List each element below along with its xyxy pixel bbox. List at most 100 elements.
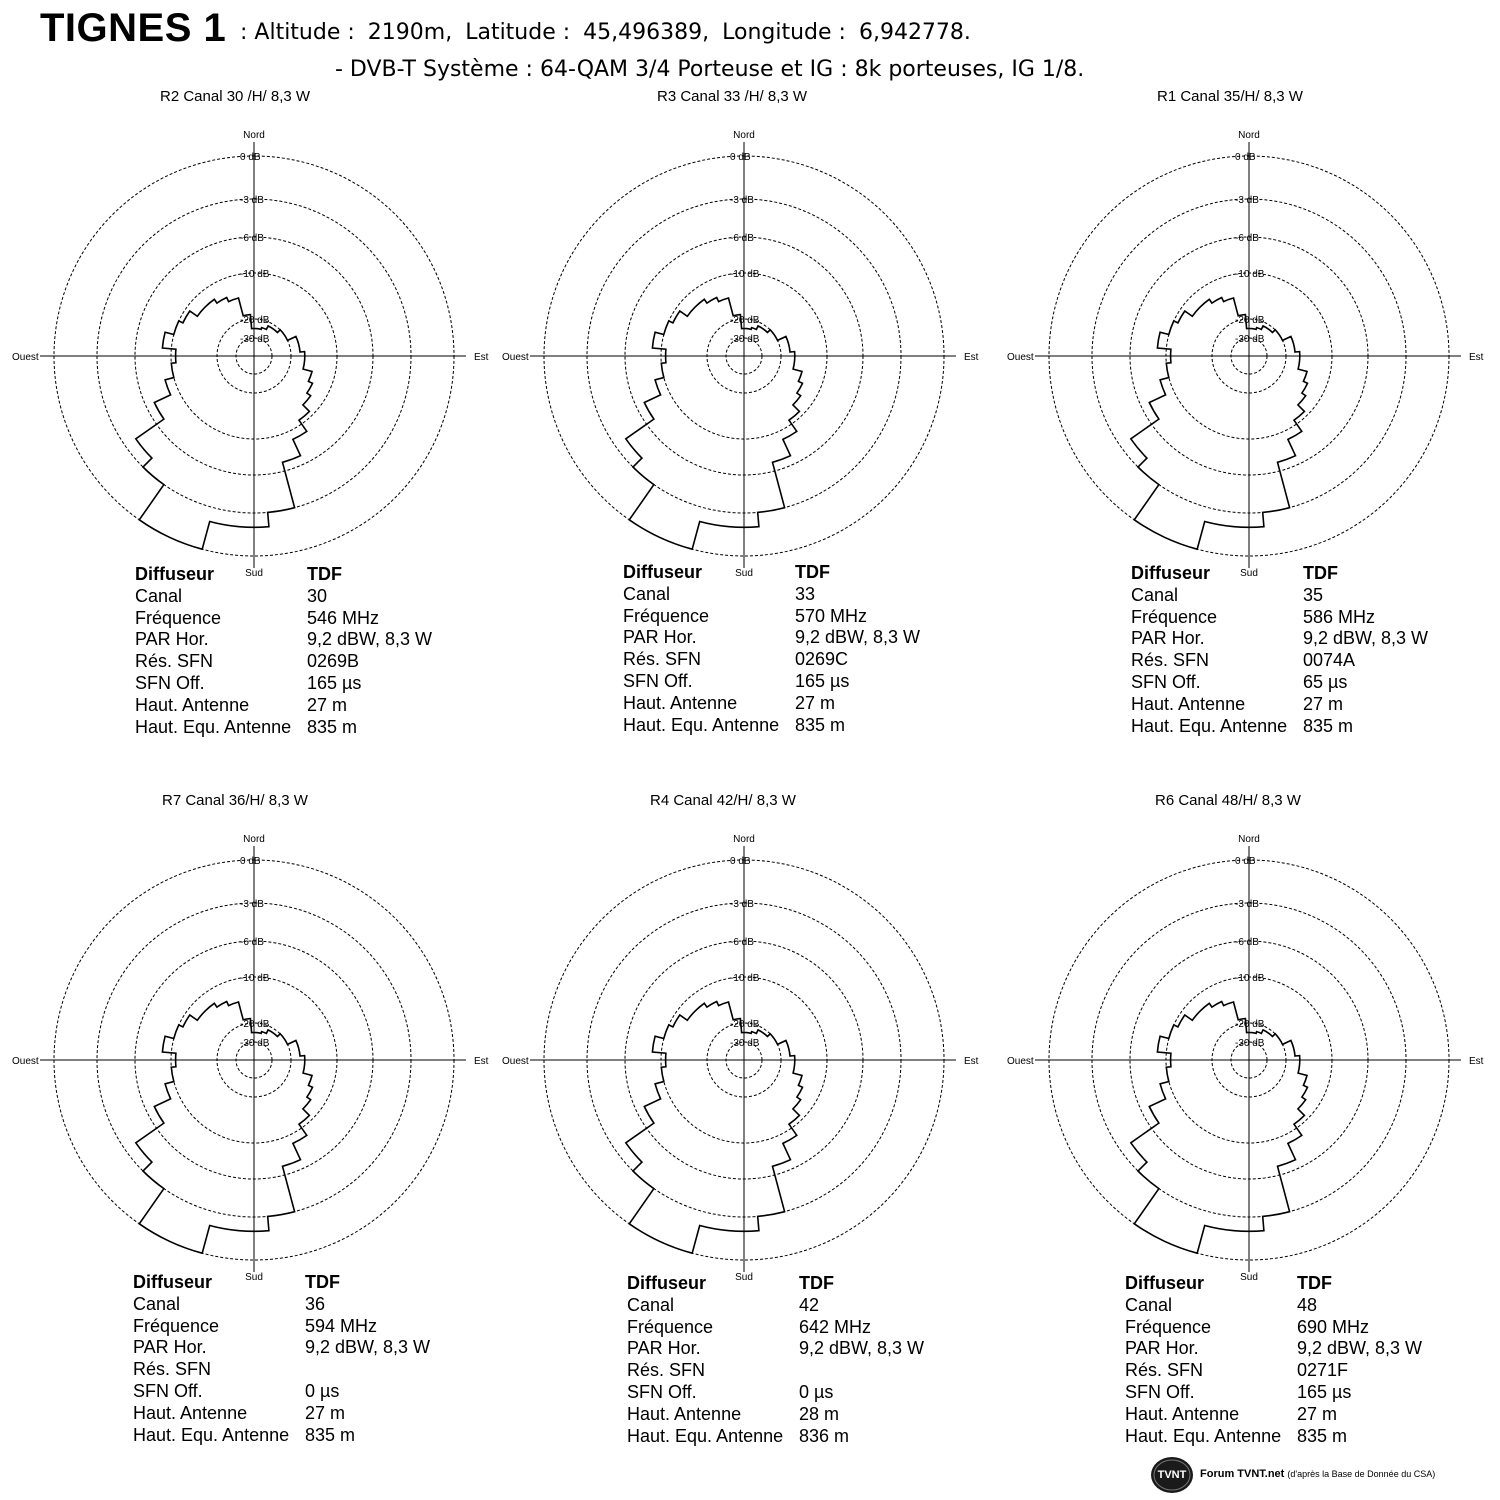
ring-label: -6 dB [240, 937, 264, 948]
chart-title: R3 Canal 33 /H/ 8,3 W [657, 88, 808, 105]
info-label: Haut. Antenne [1125, 1403, 1240, 1424]
compass-label-north: Nord [733, 130, 755, 141]
ring-label: 0 dB [240, 856, 261, 867]
ring-label: -10 dB [730, 269, 760, 280]
info-label: Diffuseur [627, 1273, 707, 1293]
info-label: Haut. Equ. Antenne [627, 1425, 784, 1446]
info-value: 65 µs [1303, 671, 1348, 692]
info-value: 36 [305, 1293, 326, 1314]
info-label: Rés. SFN [135, 651, 214, 672]
ring-label: -3 dB [1235, 899, 1259, 910]
compass-label-south: Sud [245, 568, 263, 579]
ring-label: 0 dB [1235, 152, 1256, 163]
info-value: 30 [307, 585, 328, 606]
ring-label: -30 dB [730, 334, 760, 345]
pattern-series [134, 1000, 314, 1255]
ring-label: 0 dB [730, 152, 751, 163]
ring-label: -10 dB [240, 973, 270, 984]
latitude-value: 45,496389, [583, 20, 710, 45]
ring-label: -10 dB [240, 269, 270, 280]
info-label: PAR Hor. [133, 1337, 207, 1358]
compass-label-east: Est [1469, 352, 1484, 363]
compass-label-east: Est [964, 1056, 979, 1067]
info-label: Canal [627, 1294, 675, 1315]
ring-label: -3 dB [240, 195, 264, 206]
info-value: 27 m [795, 692, 836, 713]
info-value: 9,2 dBW, 8,3 W [307, 629, 433, 650]
info-label: Rés. SFN [133, 1359, 212, 1380]
info-label: Fréquence [1131, 606, 1218, 627]
compass-label-east: Est [1469, 1056, 1484, 1067]
compass-label-south: Sud [735, 568, 753, 579]
pattern-series [624, 296, 804, 551]
info-value: 9,2 dBW, 8,3 W [1297, 1338, 1423, 1359]
info-label: Haut. Equ. Antenne [623, 714, 780, 735]
info-value: 690 MHz [1297, 1316, 1370, 1337]
info-value: 594 MHz [305, 1315, 378, 1336]
info-value: TDF [307, 564, 342, 584]
info-value: 9,2 dBW, 8,3 W [1303, 628, 1429, 649]
compass-label-west: Ouest [502, 352, 529, 363]
info-value: 27 m [1303, 693, 1344, 714]
info-value: TDF [1297, 1273, 1332, 1293]
ring-label: -30 dB [1235, 334, 1265, 345]
info-label: Haut. Antenne [135, 694, 250, 715]
ring-label: -6 dB [730, 233, 754, 244]
page-header: TIGNES 1 : Altitude : 2190m, Latitude : … [0, 0, 1500, 90]
credit-text: Forum TVNT.net (d'après la Base de Donné… [1200, 1468, 1435, 1480]
info-value: 836 m [799, 1425, 850, 1446]
compass-label-north: Nord [243, 834, 265, 845]
ring-label: -3 dB [730, 899, 754, 910]
info-label: Rés. SFN [1131, 650, 1210, 671]
latitude-label: Latitude : [465, 20, 571, 45]
ring-label: -3 dB [730, 195, 754, 206]
compass-label-west: Ouest [502, 1056, 529, 1067]
info-value: 28 m [799, 1403, 840, 1424]
info-value: 0074A [1303, 650, 1356, 671]
info-label: SFN Off. [627, 1381, 697, 1402]
ring-label: -30 dB [1235, 1038, 1265, 1049]
compass-label-south: Sud [245, 1272, 263, 1283]
compass-label-south: Sud [735, 1272, 753, 1283]
compass-label-west: Ouest [1007, 1056, 1034, 1067]
info-label: SFN Off. [135, 672, 205, 693]
info-label: SFN Off. [1125, 1381, 1195, 1402]
info-value: 35 [1303, 584, 1324, 605]
info-label: PAR Hor. [1125, 1338, 1199, 1359]
info-value: 48 [1297, 1294, 1318, 1315]
info-label: Fréquence [623, 605, 710, 626]
info-label: Rés. SFN [623, 649, 702, 670]
info-value: 0 µs [305, 1380, 340, 1401]
altitude-label: : Altitude : [240, 20, 355, 45]
info-label: Canal [1131, 584, 1179, 605]
info-label: Diffuseur [133, 1272, 213, 1292]
pattern-series [624, 1000, 804, 1255]
info-value: 835 m [1303, 715, 1354, 736]
location-line: : Altitude : 2190m, Latitude : 45,496389… [240, 20, 977, 45]
info-label: SFN Off. [1131, 671, 1201, 692]
chart-title: R6 Canal 48/H/ 8,3 W [1155, 792, 1301, 809]
compass-label-east: Est [474, 1056, 489, 1067]
info-value: 835 m [305, 1424, 356, 1445]
info-value: 27 m [305, 1402, 346, 1423]
info-value: 27 m [1297, 1403, 1338, 1424]
info-value: 0271F [1297, 1360, 1349, 1381]
logo-text: TVNT [1158, 1469, 1187, 1481]
compass-label-north: Nord [733, 834, 755, 845]
info-label: Diffuseur [135, 564, 215, 584]
info-label: Canal [623, 583, 671, 604]
info-label: Haut. Antenne [1131, 693, 1246, 714]
ring-label: -6 dB [730, 937, 754, 948]
info-value: TDF [305, 1272, 340, 1292]
info-value: 165 µs [307, 672, 362, 693]
system-line: - DVB-T Système : 64-QAM 3/4 Porteuse et… [335, 57, 1085, 82]
info-label: Canal [135, 585, 183, 606]
compass-label-north: Nord [1238, 130, 1260, 141]
